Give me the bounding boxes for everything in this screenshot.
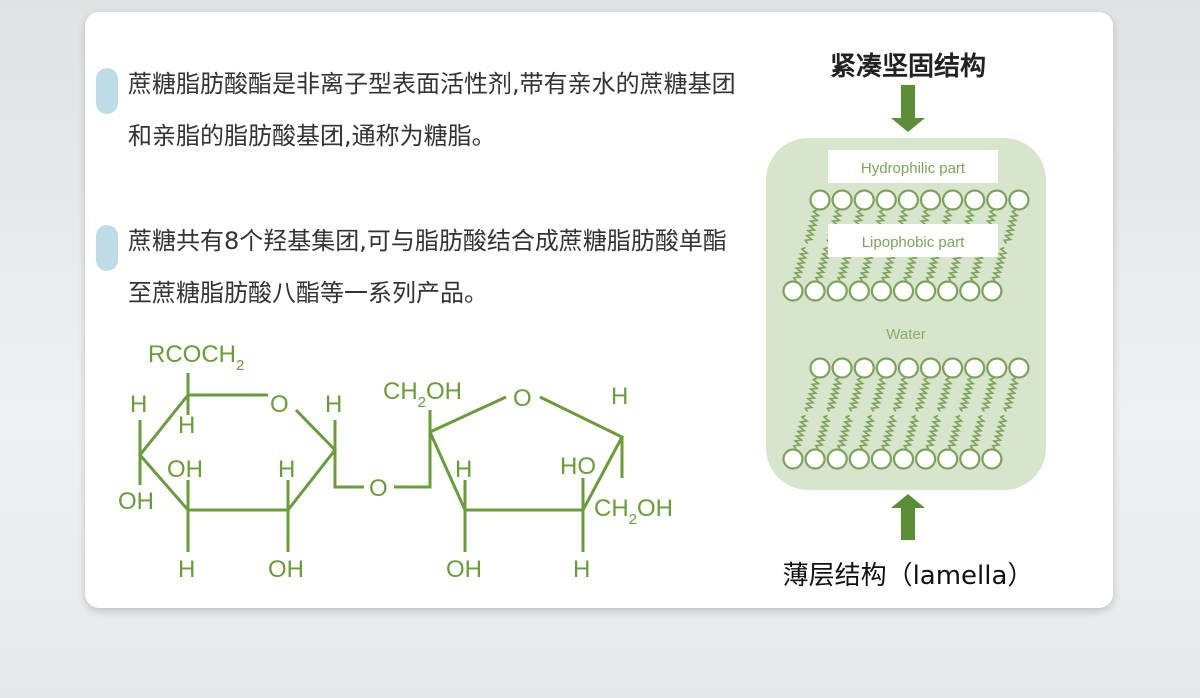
svg-text:H: H	[178, 412, 195, 439]
lipid-tail	[825, 377, 843, 412]
paragraph-1: 蔗糖脂肪酸酯是非离子型表面活性剂,带有亲水的蔗糖基团和亲脂的脂肪酸基团,通称为糖…	[128, 70, 736, 150]
lipid-tail	[914, 377, 932, 412]
svg-text:CH2OH: CH2OH	[383, 378, 462, 411]
lipid-head	[848, 448, 870, 470]
lipophobic-label: Lipophobic part	[862, 234, 965, 251]
lipid-head	[937, 448, 959, 470]
lipid-head	[964, 189, 986, 211]
lipid-head	[870, 448, 893, 470]
lipid-head	[897, 357, 920, 379]
svg-text:RCOCH2: RCOCH2	[148, 341, 244, 374]
lipid-tail	[980, 377, 998, 412]
lipid-tail	[803, 209, 821, 244]
lipid-tail	[936, 377, 954, 412]
svg-text:O: O	[270, 391, 289, 418]
lipid-head	[853, 357, 875, 379]
lipid-head	[831, 357, 853, 379]
lipid-tail	[836, 414, 854, 450]
svg-text:H: H	[325, 391, 342, 418]
lipid-tail	[991, 246, 1008, 282]
svg-text:HO: HO	[560, 453, 596, 480]
lipid-head	[831, 189, 853, 211]
lipid-tail	[969, 414, 986, 450]
lipid-head	[892, 448, 915, 470]
lipid-tail	[814, 246, 832, 282]
lipid-head	[875, 189, 897, 211]
svg-text:OH: OH	[268, 556, 304, 583]
lipid-tail	[814, 414, 832, 450]
svg-text:H: H	[130, 391, 147, 418]
lipid-tail	[958, 377, 976, 412]
lipid-tail	[991, 414, 1008, 450]
svg-text:O: O	[513, 385, 532, 412]
lipid-tail	[870, 377, 887, 412]
hydrophilic-label-box	[828, 150, 998, 183]
lipid-head	[892, 280, 915, 302]
lipid-head	[986, 189, 1008, 211]
lipid-head	[782, 448, 804, 470]
lipid-head	[870, 280, 893, 302]
lipid-head	[804, 280, 826, 302]
arrow-up-icon	[891, 494, 925, 540]
svg-text:OH: OH	[118, 488, 154, 515]
lipid-tail	[858, 414, 876, 450]
lipid-tail	[1002, 209, 1020, 244]
lipid-head	[848, 280, 870, 302]
lipid-tail	[792, 246, 810, 282]
lipid-tail	[848, 377, 865, 412]
svg-text:O: O	[369, 475, 388, 502]
lipophobic-label-box	[828, 224, 998, 257]
lipid-head	[941, 189, 964, 211]
lipid-tail	[792, 414, 810, 450]
lipid-tail	[892, 377, 909, 412]
lipid-tail	[902, 414, 920, 450]
lipid-head	[826, 448, 848, 470]
lipid-head	[959, 280, 981, 302]
lipid-head	[914, 280, 937, 302]
lipid-head	[937, 280, 959, 302]
lipid-head	[826, 280, 848, 302]
lipid-head	[1008, 189, 1030, 211]
lipid-head	[853, 189, 875, 211]
lipid-head	[782, 280, 804, 302]
lipid-head	[964, 357, 986, 379]
lipid-tail	[803, 377, 821, 412]
lipid-head	[919, 357, 942, 379]
lipid-head	[981, 280, 1003, 302]
bullet-marker	[96, 225, 118, 271]
lipid-head	[897, 189, 920, 211]
lipid-tail	[924, 414, 942, 450]
svg-text:OH: OH	[446, 556, 482, 583]
lipid-head	[914, 448, 937, 470]
svg-text:H: H	[573, 556, 590, 583]
lamella-title: 薄层结构（lamella）	[782, 561, 1034, 591]
paragraph-2: 蔗糖共有8个羟基集团,可与脂肪酸结合成蔗糖脂肪酸单酯至蔗糖脂肪酸八酯等一系列产品…	[128, 227, 727, 307]
svg-text:H: H	[278, 456, 295, 483]
svg-text:H: H	[611, 383, 628, 410]
lipid-head	[981, 448, 1003, 470]
svg-text:H: H	[178, 556, 195, 583]
lipid-tail	[1002, 377, 1020, 412]
lipid-head	[809, 357, 831, 379]
lipid-head	[875, 357, 897, 379]
bullet-marker	[96, 68, 118, 114]
lipid-tail	[947, 414, 964, 450]
svg-text:OH: OH	[167, 456, 203, 483]
water-label: Water	[886, 326, 925, 343]
svg-text:H: H	[455, 456, 472, 483]
svg-text:CH2OH: CH2OH	[594, 495, 673, 528]
lipid-head	[809, 189, 831, 211]
lipid-head	[941, 357, 964, 379]
compact-structure-title: 紧凑坚固结构	[829, 52, 986, 82]
lipid-head	[986, 357, 1008, 379]
lipid-head	[959, 448, 981, 470]
lipid-head	[804, 448, 826, 470]
lipid-head	[1008, 357, 1030, 379]
lipid-tail	[880, 414, 898, 450]
hydrophilic-label: Hydrophilic part	[861, 160, 966, 177]
lipid-head	[919, 189, 942, 211]
arrow-down-icon	[891, 85, 925, 132]
